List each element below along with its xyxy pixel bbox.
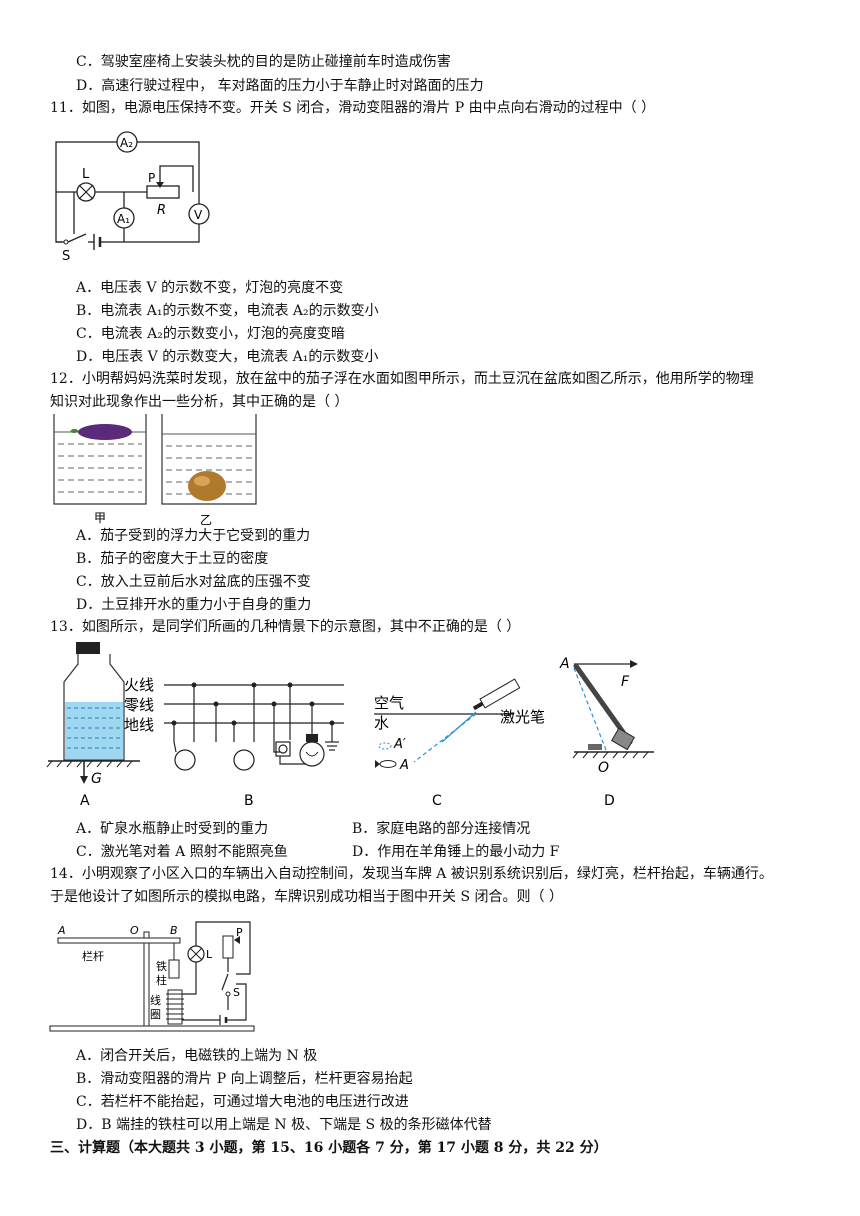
q13-gravity-label: G — [91, 771, 102, 787]
q14-end-a-label: A — [57, 924, 66, 937]
q12-stem-line2: 知识对此现象作出一些分析，其中正确的是（ ） — [50, 394, 349, 410]
q12-basin-figure: 甲 乙 — [53, 414, 257, 527]
q12-label-yi: 乙 — [200, 513, 212, 527]
q14-option-c: C．若栏杆不能抬起，可通过增大电池的电压进行改进 — [76, 1094, 409, 1110]
q12-option-b: B．茄子的密度大于土豆的密度 — [76, 551, 269, 567]
q14-option-a: A．闭合开关后，电磁铁的上端为 N 极 — [76, 1048, 318, 1064]
q11-switch-label: S — [62, 249, 70, 264]
q14-end-b-label: B — [170, 924, 178, 937]
q14-slider-label: P — [236, 926, 243, 939]
q11-lamp-label: L — [82, 167, 90, 182]
q14-option-d: D．B 端挂的铁柱可以用上端是 N 极、下端是 S 极的条形磁体代替 — [76, 1117, 492, 1133]
q11-option-d: D．电压表 V 的示数变大，电流表 A₁的示数变小 — [76, 349, 379, 365]
q10-option-c: C．驾驶室座椅上安装头枕的目的是防止碰撞前车时造成伤害 — [76, 54, 451, 70]
q13-laser-label: 激光笔 — [500, 708, 545, 726]
q13-water-label: 水 — [374, 714, 389, 732]
q14-stem-line2: 于是他设计了如图所示的模拟电路，车牌识别成功相当于图中开关 S 闭合。则（ ） — [50, 889, 563, 905]
q13-figure-a-label: A — [80, 793, 90, 809]
q13-figure-d-label: D — [604, 793, 615, 809]
q13-neutral-wire-label: 零线 — [124, 696, 154, 714]
q13-fish-a-label: A — [399, 758, 409, 773]
q11-ammeter-a2-label: A₂ — [120, 136, 133, 150]
q12-option-c: C．放入土豆前后水对盆底的压强不变 — [76, 574, 311, 590]
q13-hammer-a-label: A — [559, 656, 570, 672]
q13-image-a-prime-label: A′ — [393, 737, 406, 752]
q13-option-d: D．作用在羊角锤上的最小动力 F — [352, 844, 560, 860]
q13-stem: 13．如图所示，是同学们所画的几种情景下的示意图，其中不正确的是（ ） — [50, 619, 521, 635]
q12-option-a: A．茄子受到的浮力大于它受到的重力 — [76, 528, 311, 544]
q14-pivot-o-label: O — [130, 924, 139, 937]
q13-figure-a-bottle: G A — [46, 642, 140, 809]
q13-option-a: A．矿泉水瓶静止时受到的重力 — [76, 821, 269, 837]
q13-pivot-o-label: O — [598, 760, 609, 776]
q14-iron-label-2: 柱 — [156, 973, 167, 987]
q13-figure-b-circuit: 火线 零线 地线 — [124, 676, 344, 809]
q11-circuit-figure: A₂ L P R V A₁ S — [55, 131, 210, 264]
q14-switch-label: S — [233, 986, 240, 999]
q13-air-label: 空气 — [374, 694, 404, 712]
q13-figure-d-hammer: A F O D — [559, 656, 654, 809]
q14-option-b: B．滑动变阻器的滑片 P 向上调整后，栏杆更容易抬起 — [76, 1071, 413, 1087]
q13-figure-b-label: B — [244, 793, 254, 809]
q13-force-f-label: F — [621, 674, 630, 690]
q14-coil-label-1: 线 — [150, 993, 161, 1007]
q12-option-d: D．土豆排开水的重力小于自身的重力 — [76, 597, 312, 613]
q14-barrier-circuit-figure: A O B 栏杆 铁 柱 线 圈 L P S — [49, 921, 255, 1032]
q11-ammeter-a1-label: A₁ — [117, 212, 130, 226]
q14-coil-label-2: 圈 — [150, 1008, 161, 1021]
q13-figure-c-label: C — [432, 793, 442, 809]
q13-ground-wire-label: 地线 — [124, 716, 154, 734]
q14-stem-line1: 14．小明观察了小区入口的车辆出入自动控制间，发现当车牌 A 被识别系统识别后，… — [50, 866, 773, 882]
q14-lamp-label: L — [206, 948, 213, 961]
q11-slider-label: P — [148, 171, 155, 185]
q13-fire-wire-label: 火线 — [124, 676, 154, 694]
q11-option-b: B．电流表 A₁的示数不变，电流表 A₂的示数变小 — [76, 303, 379, 319]
section-3-heading: 三、计算题（本大题共 3 小题，第 15、16 小题各 7 分，第 17 小题 … — [50, 1140, 608, 1156]
q11-resistor-label: R — [157, 203, 166, 218]
q13-option-c: C．激光笔对着 A 照射不能照亮鱼 — [76, 844, 288, 860]
q11-voltmeter-label: V — [194, 208, 203, 222]
q11-stem: 11．如图，电源电压保持不变。开关 S 闭合，滑动变阻器的滑片 P 由中点向右滑… — [50, 100, 656, 116]
q12-stem-line1: 12．小明帮妈妈洗菜时发现，放在盆中的茄子浮在水面如图甲所示，而土豆沉在盆底如图… — [50, 371, 754, 387]
q14-iron-label-1: 铁 — [156, 960, 167, 973]
q10-option-d: D．高速行驶过程中， 车对路面的压力小于车静止时对路面的压力 — [76, 78, 484, 94]
q13-option-b: B．家庭电路的部分连接情况 — [352, 821, 531, 837]
q11-option-a: A．电压表 V 的示数不变，灯泡的亮度不变 — [76, 280, 344, 296]
q14-barrier-label: 栏杆 — [82, 949, 104, 963]
q12-label-jia: 甲 — [94, 511, 106, 525]
q11-option-c: C．电流表 A₂的示数变小，灯泡的亮度变暗 — [76, 326, 345, 342]
q13-figures: G A 火线 零线 地线 — [46, 642, 654, 809]
q13-figure-c-refraction: 空气 水 激光笔 A′ A C — [374, 678, 545, 809]
